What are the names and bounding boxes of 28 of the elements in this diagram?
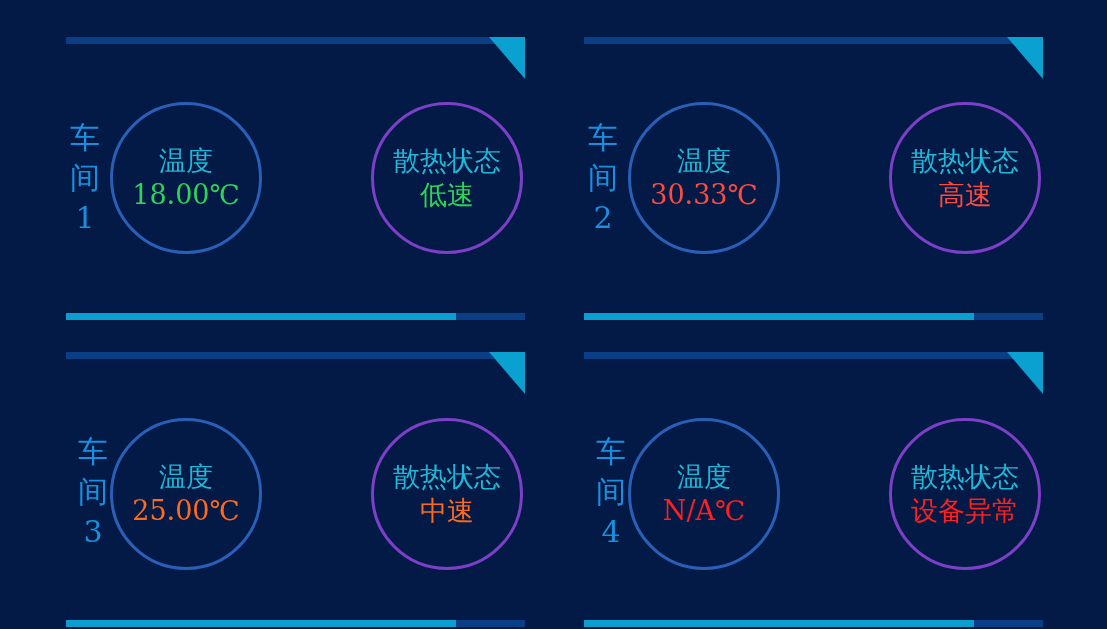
temperature-value: 25.00℃ — [132, 494, 240, 528]
temperature-gauge — [628, 102, 780, 254]
status-gauge — [889, 418, 1041, 570]
gauge-title: 温度 — [159, 144, 213, 178]
workshop-label: 车间2 — [587, 119, 619, 237]
status-value: 设备异常 — [911, 494, 1019, 528]
temperature-value: 30.33℃ — [650, 178, 758, 212]
temperature-gauge — [110, 102, 262, 254]
status-gauge — [371, 418, 523, 570]
temperature-gauge — [110, 418, 262, 570]
gauge-title: 温度 — [677, 460, 731, 494]
gauge-title: 温度 — [159, 460, 213, 494]
gauge-title: 散热状态 — [911, 460, 1019, 494]
status-value: 高速 — [938, 178, 992, 212]
gauge-title: 散热状态 — [911, 144, 1019, 178]
status-value: 中速 — [420, 494, 474, 528]
status-value: 低速 — [420, 178, 474, 212]
temperature-value: N/A℃ — [662, 494, 746, 528]
temperature-value: 18.00℃ — [132, 178, 240, 212]
gauge-title: 散热状态 — [393, 460, 501, 494]
workshop-label: 车间1 — [69, 119, 101, 237]
status-gauge — [889, 102, 1041, 254]
gauge-title: 温度 — [677, 144, 731, 178]
workshop-label: 车间3 — [77, 433, 109, 551]
temperature-gauge — [628, 418, 780, 570]
workshop-label: 车间4 — [595, 433, 627, 551]
status-gauge — [371, 102, 523, 254]
gauge-title: 散热状态 — [393, 144, 501, 178]
